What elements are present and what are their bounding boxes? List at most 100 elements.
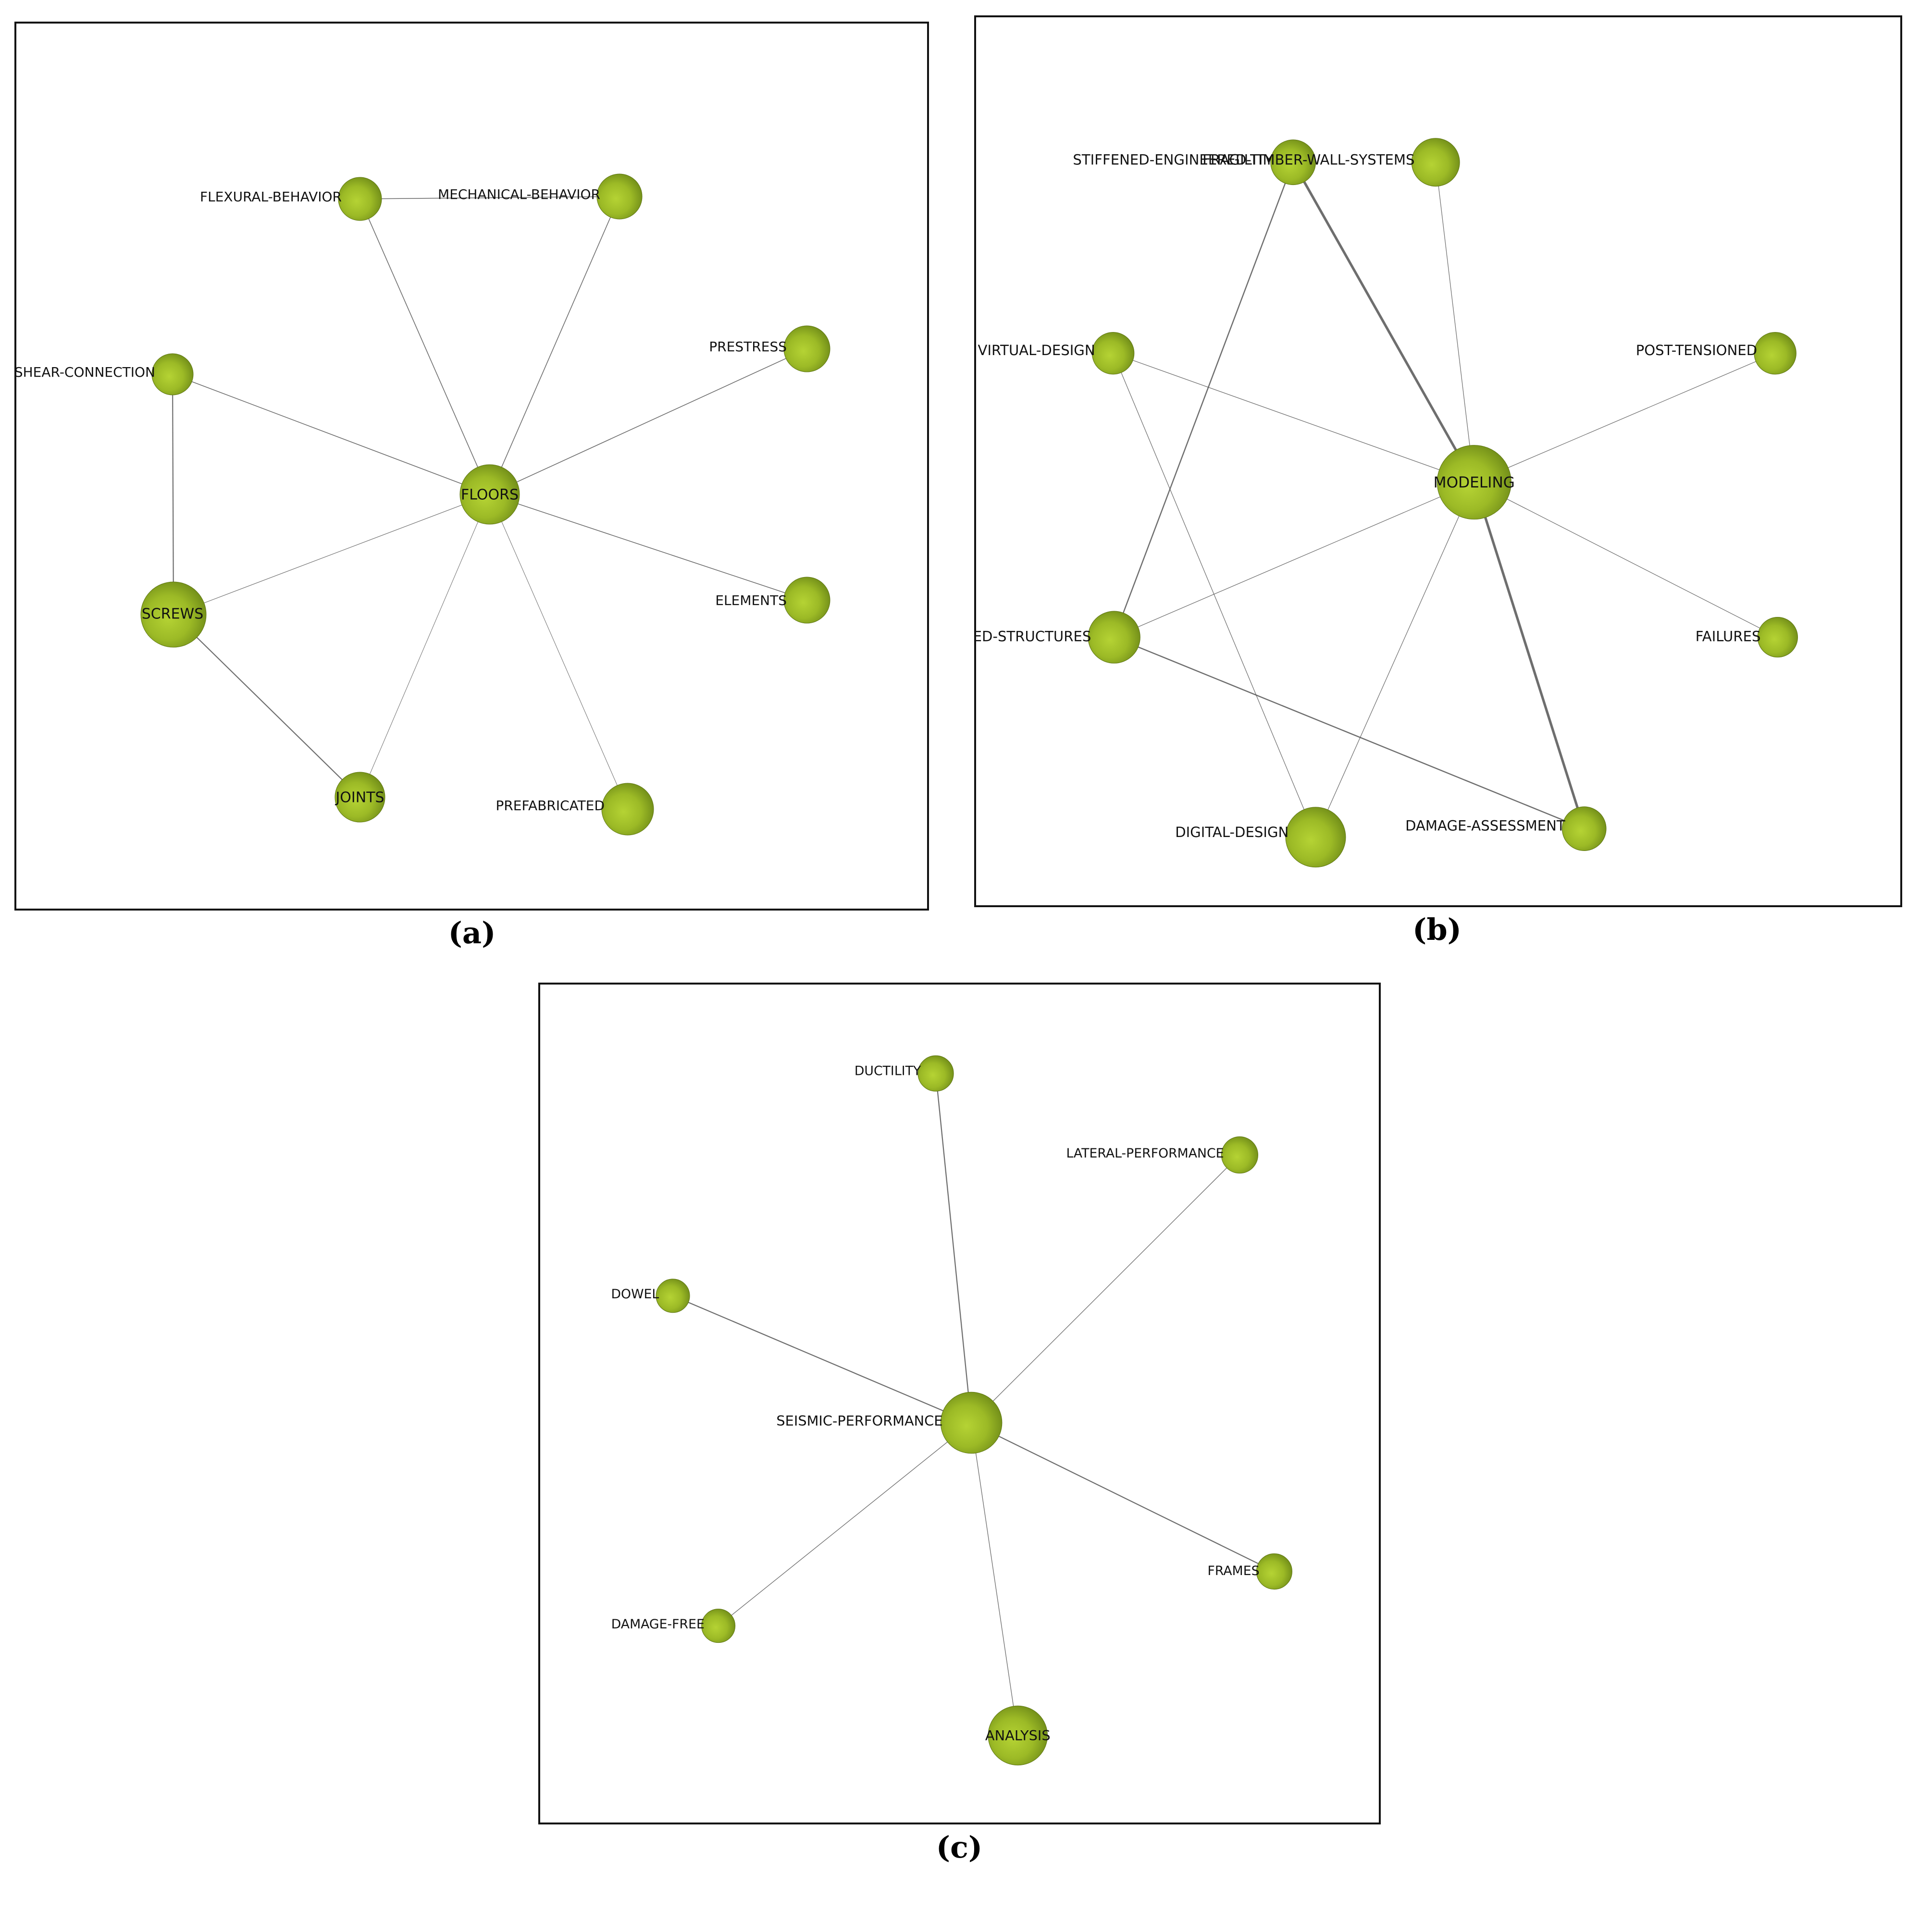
node-circle[interactable] — [1221, 1136, 1259, 1174]
panel-caption-b: (b) — [1412, 912, 1462, 947]
node-circle[interactable] — [1757, 617, 1798, 658]
node-circle[interactable] — [1285, 807, 1346, 868]
graph-edge — [971, 1422, 1275, 1572]
node-circle[interactable] — [334, 772, 385, 823]
graph-edge — [173, 614, 360, 798]
node-circle[interactable] — [940, 1392, 1003, 1454]
graph-node[interactable]: VIRTUAL-DESIGN — [978, 332, 1135, 375]
node-circle[interactable] — [601, 783, 654, 836]
node-circle[interactable] — [701, 1609, 736, 1643]
node-label: ELEMENTS — [715, 592, 787, 608]
node-label: LATERAL-PERFORMANCE — [1066, 1146, 1224, 1161]
panel-caption-c: (c) — [936, 1830, 983, 1865]
node-circle[interactable] — [1754, 332, 1796, 375]
graph-edge — [1114, 482, 1474, 638]
node-label: MODELING — [1434, 474, 1515, 492]
node-circle[interactable] — [783, 577, 830, 624]
node-circle[interactable] — [1256, 1553, 1292, 1590]
graph-edge — [489, 196, 620, 495]
graph-node[interactable]: DAMAGE-FREE — [611, 1609, 736, 1643]
node-label: SHEAR-CONNECTION — [16, 364, 155, 380]
node-label: DAMAGE-ASSESSMENT — [1405, 818, 1565, 834]
node-label: DIGITAL-DESIGN — [1175, 824, 1288, 840]
graph-edge — [672, 1295, 972, 1424]
node-layer: MODELING FRAGILITYSTIFFENED-ENGINEERED-TI… — [976, 138, 1798, 868]
node-label: PRESTRESS — [709, 339, 787, 355]
graph-node[interactable]: SEISMIC-PERFORMANCE — [776, 1392, 1003, 1454]
graph-node[interactable]: DOWEL — [611, 1279, 690, 1313]
graph-edge — [489, 494, 628, 810]
graph-node[interactable]: ANALYSIS — [985, 1705, 1051, 1766]
edge-layer — [172, 196, 807, 810]
graph-edge — [1435, 162, 1474, 482]
network-graph-a: FLOORS FLEXURAL-BEHAVIOR MECHANICAL-BEHAVI… — [16, 173, 830, 836]
node-circle[interactable] — [151, 353, 194, 395]
edge-layer — [672, 1073, 1275, 1736]
graph-edge — [971, 1422, 1018, 1736]
node-circle[interactable] — [338, 177, 382, 221]
graph-node[interactable]: FRAGILITY — [1202, 139, 1316, 185]
graph-edge — [359, 196, 620, 199]
network-graph-b: MODELING FRAGILITYSTIFFENED-ENGINEERED-TI… — [976, 138, 1798, 868]
panel-caption-a: (a) — [448, 915, 496, 950]
node-circle[interactable] — [988, 1705, 1048, 1766]
node-label: FLEXURAL-BEHAVIOR — [200, 189, 342, 205]
graph-node[interactable]: LATERAL-PERFORMANCE — [1066, 1136, 1259, 1174]
node-label: TIMBER-FRAMED-STRUCTURES — [976, 628, 1091, 644]
node-label: DUCTILITY — [855, 1063, 921, 1078]
graph-node[interactable]: SHEAR-CONNECTION — [16, 353, 194, 395]
graph-edge — [1113, 353, 1316, 837]
node-circle[interactable] — [459, 464, 520, 525]
graph-node[interactable]: FRAMES — [1208, 1553, 1292, 1590]
node-circle[interactable] — [1437, 445, 1511, 520]
node-circle[interactable] — [1270, 139, 1316, 185]
graph-node[interactable]: POST-TENSIONED — [1636, 332, 1796, 375]
graph-edge — [1473, 481, 1585, 829]
node-label: FLOORS — [461, 487, 519, 504]
node-label: SEISMIC-PERFORMANCE — [776, 1413, 942, 1429]
node-circle[interactable] — [140, 581, 207, 648]
node-circle[interactable] — [596, 173, 643, 220]
node-circle[interactable] — [917, 1055, 954, 1092]
node-label: PREFABRICATED — [495, 798, 605, 813]
node-circle[interactable] — [1411, 138, 1460, 187]
graph-node[interactable]: FAILURES — [1696, 617, 1798, 658]
graph-node[interactable]: STIFFENED-ENGINEERED-TIMBER-WALL-SYSTEMS — [1073, 138, 1460, 187]
node-circle[interactable] — [656, 1279, 690, 1313]
graph-edge — [1114, 637, 1585, 829]
graph-node[interactable]: MECHANICAL-BEHAVIOR — [438, 173, 643, 220]
graph-node[interactable]: PREFABRICATED — [495, 783, 654, 836]
graph-node[interactable]: DAMAGE-ASSESSMENT — [1405, 806, 1607, 851]
graph-node[interactable]: MODELING — [1434, 445, 1515, 520]
node-circle[interactable] — [783, 325, 830, 372]
graph-edge — [1114, 162, 1294, 638]
graph-node[interactable]: FLOORS — [459, 464, 520, 525]
network-panel-a: FLOORS FLEXURAL-BEHAVIOR MECHANICAL-BEHAVI… — [14, 22, 929, 911]
graph-edge — [935, 1073, 972, 1423]
node-label: FRAGILITY — [1202, 152, 1273, 168]
node-label: VIRTUAL-DESIGN — [978, 342, 1095, 358]
graph-edge — [173, 494, 490, 615]
graph-edge — [1474, 482, 1778, 638]
node-label: MECHANICAL-BEHAVIOR — [438, 186, 600, 202]
graph-node[interactable]: TIMBER-FRAMED-STRUCTURES — [976, 611, 1140, 664]
graph-node[interactable]: ELEMENTS — [715, 577, 830, 624]
graph-node[interactable]: JOINTS — [334, 772, 385, 823]
node-circle[interactable] — [1091, 332, 1135, 375]
graph-node[interactable]: PRESTRESS — [709, 325, 830, 372]
graph-node[interactable]: DUCTILITY — [855, 1055, 954, 1092]
graph-edge — [172, 374, 490, 495]
graph-node[interactable]: FLEXURAL-BEHAVIOR — [200, 177, 382, 221]
graph-edge — [1315, 482, 1474, 837]
graph-node[interactable]: SCREWS — [140, 581, 207, 648]
node-layer: SEISMIC-PERFORMANCE DUCTILITY LATERAL-PERF… — [611, 1055, 1292, 1766]
node-circle[interactable] — [1561, 806, 1607, 851]
graph-edge — [1292, 161, 1475, 483]
graph-edge — [971, 1155, 1240, 1423]
node-circle[interactable] — [1088, 611, 1140, 664]
node-label: FRAMES — [1208, 1564, 1260, 1578]
node-label: SCREWS — [142, 606, 204, 623]
graph-node[interactable]: DIGITAL-DESIGN — [1175, 807, 1346, 868]
graph-edge — [489, 494, 807, 601]
